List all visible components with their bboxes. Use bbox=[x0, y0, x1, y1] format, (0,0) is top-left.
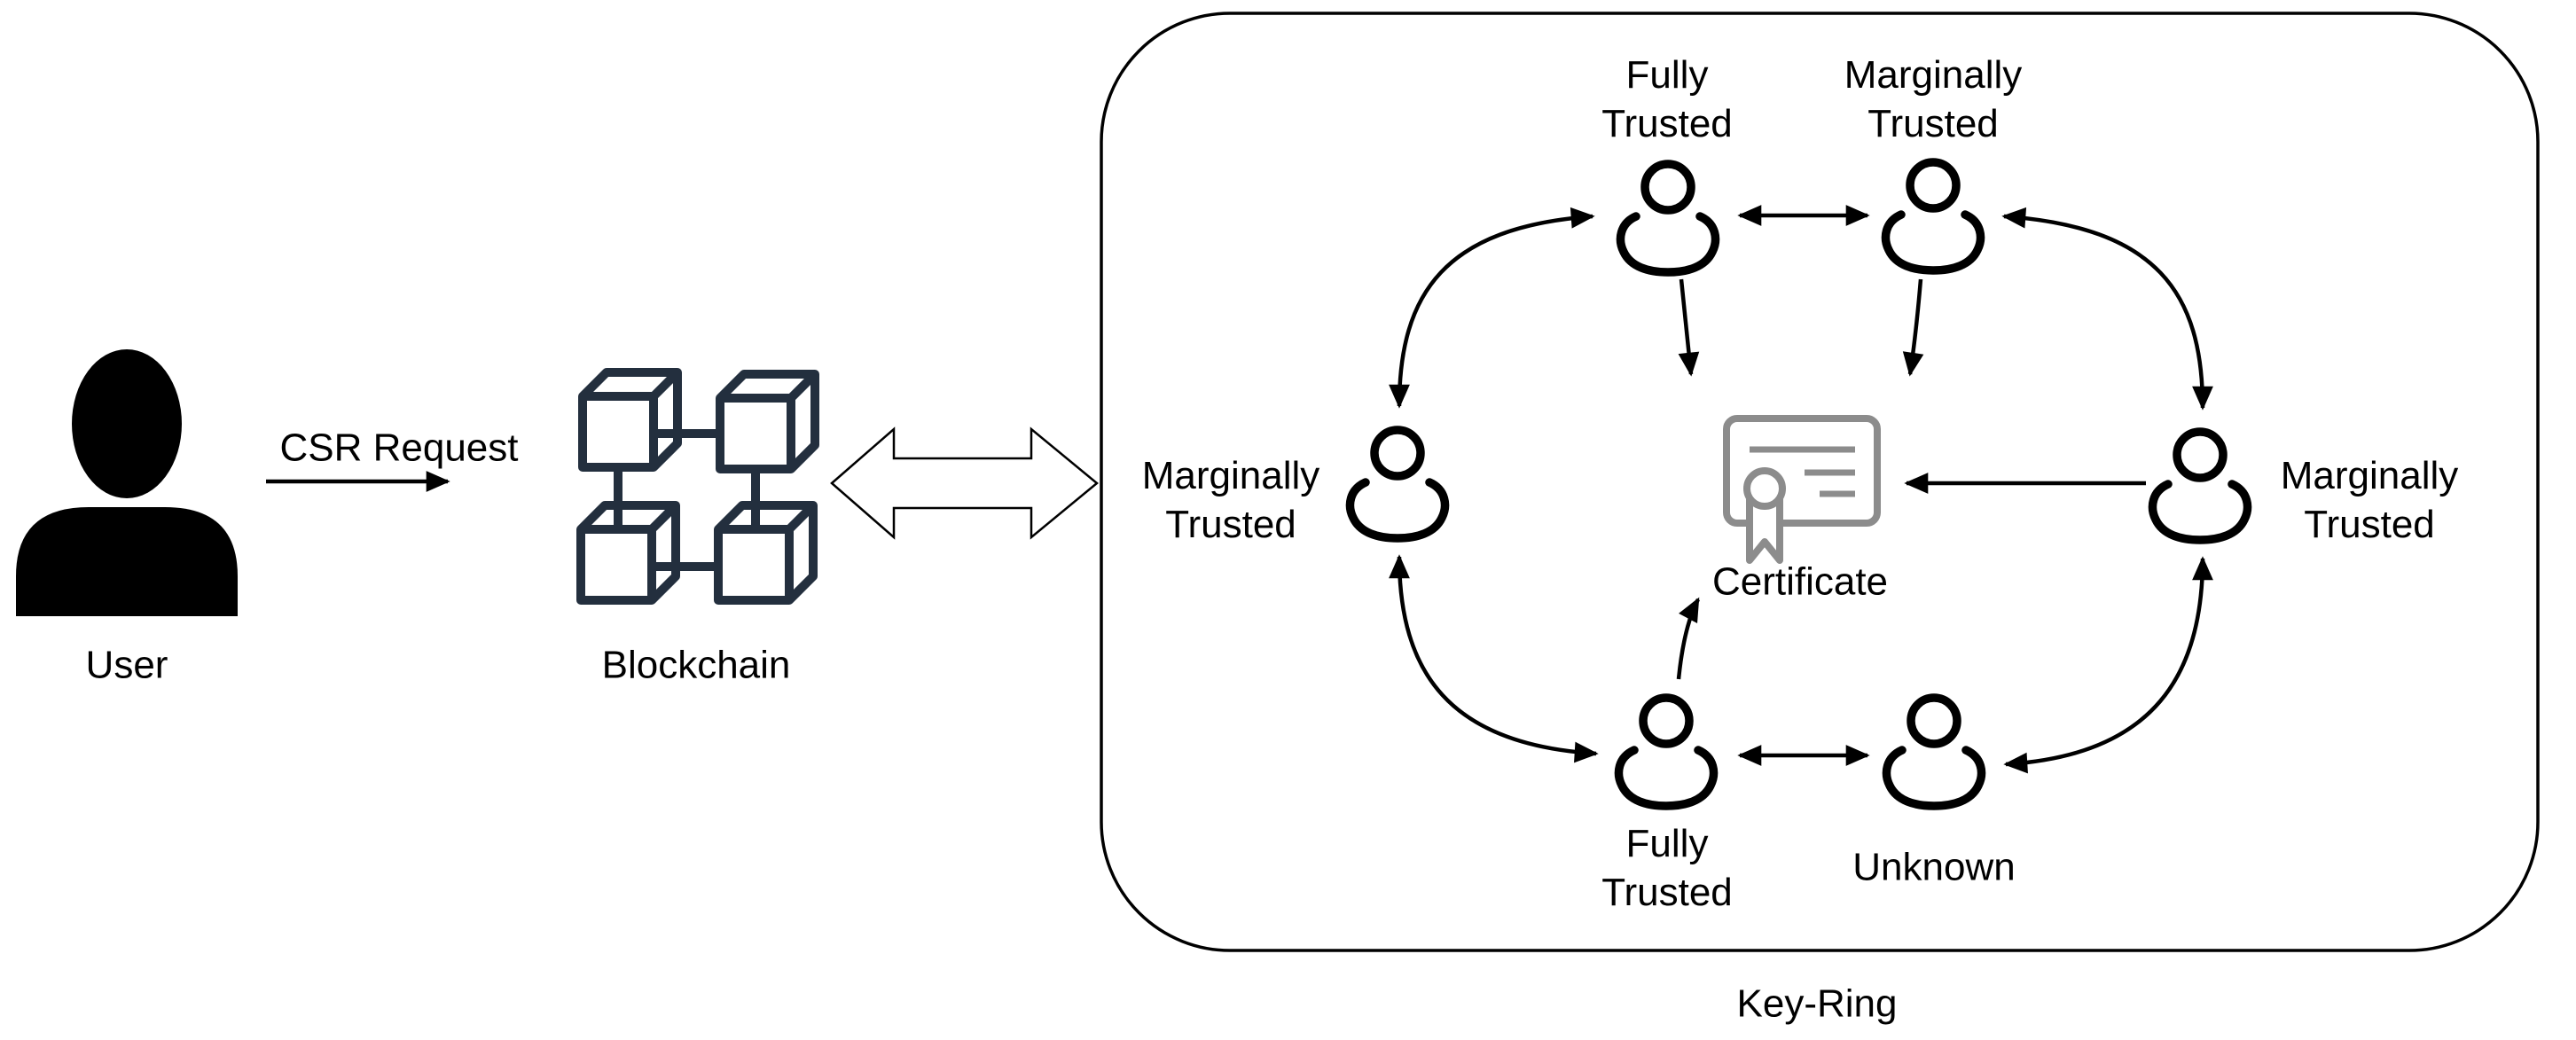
blockchain-label: Blockchain bbox=[601, 643, 791, 687]
arrow-topright-certificate bbox=[1902, 278, 1924, 377]
person-icon-left bbox=[1345, 426, 1450, 543]
member-label-bottom-right: Unknown bbox=[1852, 843, 2015, 892]
member-label-line: Fully bbox=[1625, 822, 1709, 865]
user-icon bbox=[16, 349, 238, 616]
member-label-line: Trusted bbox=[1165, 503, 1296, 546]
bidirectional-arrow bbox=[830, 426, 1099, 540]
arrow-topright-right bbox=[2001, 207, 2213, 411]
user-label: User bbox=[85, 643, 168, 687]
arrow-left-topleft bbox=[1389, 207, 1595, 409]
member-label-line: Marginally bbox=[1844, 53, 2023, 97]
member-label-line: Trusted bbox=[1601, 102, 1733, 145]
arrow-topleft-certificate bbox=[1678, 278, 1700, 377]
blockchain-cube bbox=[576, 501, 680, 605]
person-icon-right bbox=[2148, 427, 2252, 544]
member-label-line: Marginally bbox=[1141, 454, 1320, 497]
member-label-bottom-left: Fully Trusted bbox=[1601, 819, 1733, 917]
member-label-line: Trusted bbox=[2304, 503, 2435, 546]
member-label-top-left: Fully Trusted bbox=[1601, 51, 1733, 148]
csr-request-label: CSR Request bbox=[279, 426, 519, 470]
member-label-right: Marginally Trusted bbox=[2281, 451, 2459, 549]
member-label-line: Trusted bbox=[1867, 102, 1999, 145]
member-label-line: Trusted bbox=[1601, 871, 1733, 914]
arrow-left-bottomleft bbox=[1389, 554, 1599, 763]
blockchain-cube bbox=[716, 370, 819, 473]
member-label-left: Marginally Trusted bbox=[1142, 451, 1320, 549]
person-icon-bottom-left bbox=[1614, 693, 1719, 810]
keyring-box bbox=[1100, 12, 2540, 952]
blockchain-links bbox=[614, 429, 760, 571]
keyring-label: Key-Ring bbox=[1736, 981, 1898, 1026]
person-icon-top-left bbox=[1616, 160, 1720, 277]
member-label-top-right: Marginally Trusted bbox=[1844, 51, 2023, 148]
member-label-line: Marginally bbox=[2280, 454, 2459, 497]
blockchain-cube bbox=[714, 501, 818, 605]
arrow-bottomright-right bbox=[2003, 556, 2213, 774]
blockchain-cube bbox=[578, 368, 682, 472]
certificate-label: Certificate bbox=[1711, 559, 1889, 604]
member-label-line: Fully bbox=[1625, 53, 1709, 97]
person-icon-bottom-right bbox=[1882, 693, 1986, 810]
blockchain-icon bbox=[576, 368, 819, 605]
arrow-bottomleft-certificate bbox=[1676, 597, 1700, 680]
trust-arrows bbox=[1389, 205, 2213, 774]
member-label-line: Unknown bbox=[1852, 845, 2016, 889]
person-icon-top-right bbox=[1881, 158, 1985, 275]
certificate-icon bbox=[1723, 415, 1881, 564]
